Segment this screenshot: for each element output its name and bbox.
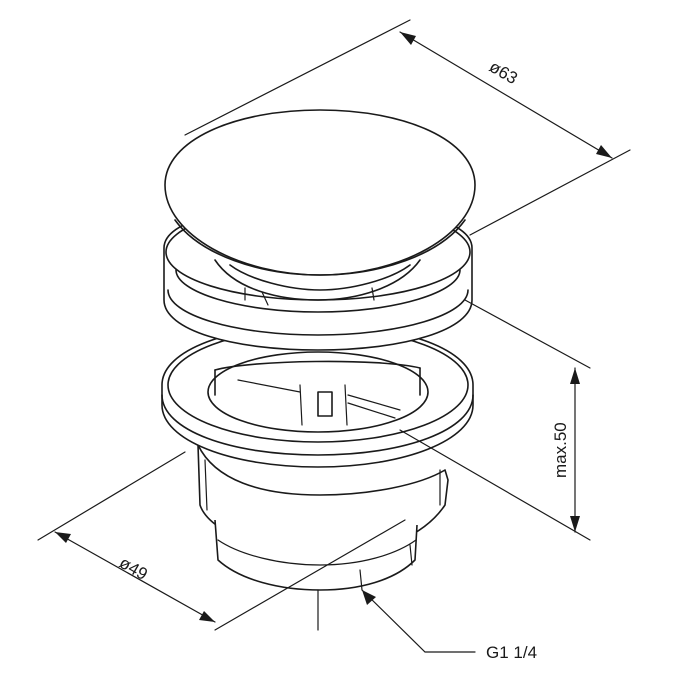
inner-cage: [214, 360, 421, 426]
thread-tail: [214, 519, 418, 591]
thread-leader: G1 1/4: [361, 589, 537, 662]
dimension-height: max.50: [399, 299, 591, 541]
cap-disc: [164, 109, 476, 291]
top-diameter-label: ø63: [486, 57, 521, 88]
bottom-diameter-label: ø49: [116, 553, 151, 584]
thread-label: G1 1/4: [486, 643, 537, 662]
height-label: max.50: [551, 422, 570, 478]
